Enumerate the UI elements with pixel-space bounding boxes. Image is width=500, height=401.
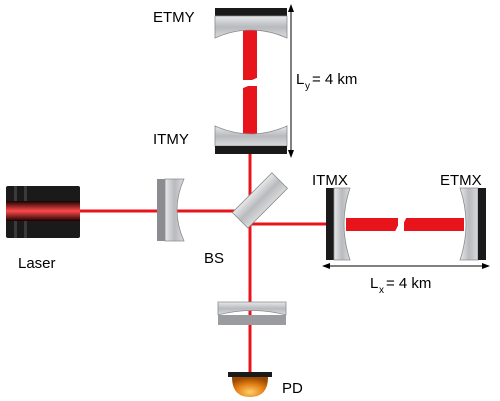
ly-label: L y = 4 km (296, 71, 357, 92)
lx-label: L x = 4 km (370, 275, 431, 296)
ly-label-value: = 4 km (312, 71, 357, 88)
lx-label-subscript: x (379, 285, 384, 296)
ly-dimension-arrow (288, 4, 294, 158)
lx-dimension-arrow (322, 263, 490, 269)
etmy-mirror (214, 8, 288, 39)
x-arm-cavity-beam (346, 213, 464, 235)
etmx-label: ETMX (440, 172, 482, 189)
beam-splitter (231, 172, 289, 229)
itmy-label: ITMY (153, 131, 189, 148)
ly-label-main: L (296, 71, 304, 88)
laser-label: Laser (18, 255, 56, 272)
laser-beams (80, 150, 326, 372)
itmx-label: ITMX (312, 172, 348, 189)
etmy-label: ETMY (153, 9, 195, 26)
etmx-mirror (459, 187, 486, 261)
input-mirror (157, 178, 185, 242)
itmy-mirror (214, 125, 288, 154)
y-arm-cavity-beam (237, 26, 263, 134)
ly-label-subscript: y (305, 81, 310, 92)
lx-label-main: L (370, 275, 378, 292)
lx-label-value: = 4 km (386, 275, 431, 292)
pd-label: PD (282, 380, 303, 397)
itmx-mirror (326, 187, 351, 261)
laser-source (6, 186, 80, 238)
bs-label: BS (204, 250, 224, 267)
photodiode (228, 372, 272, 397)
output-mirror (217, 301, 287, 325)
